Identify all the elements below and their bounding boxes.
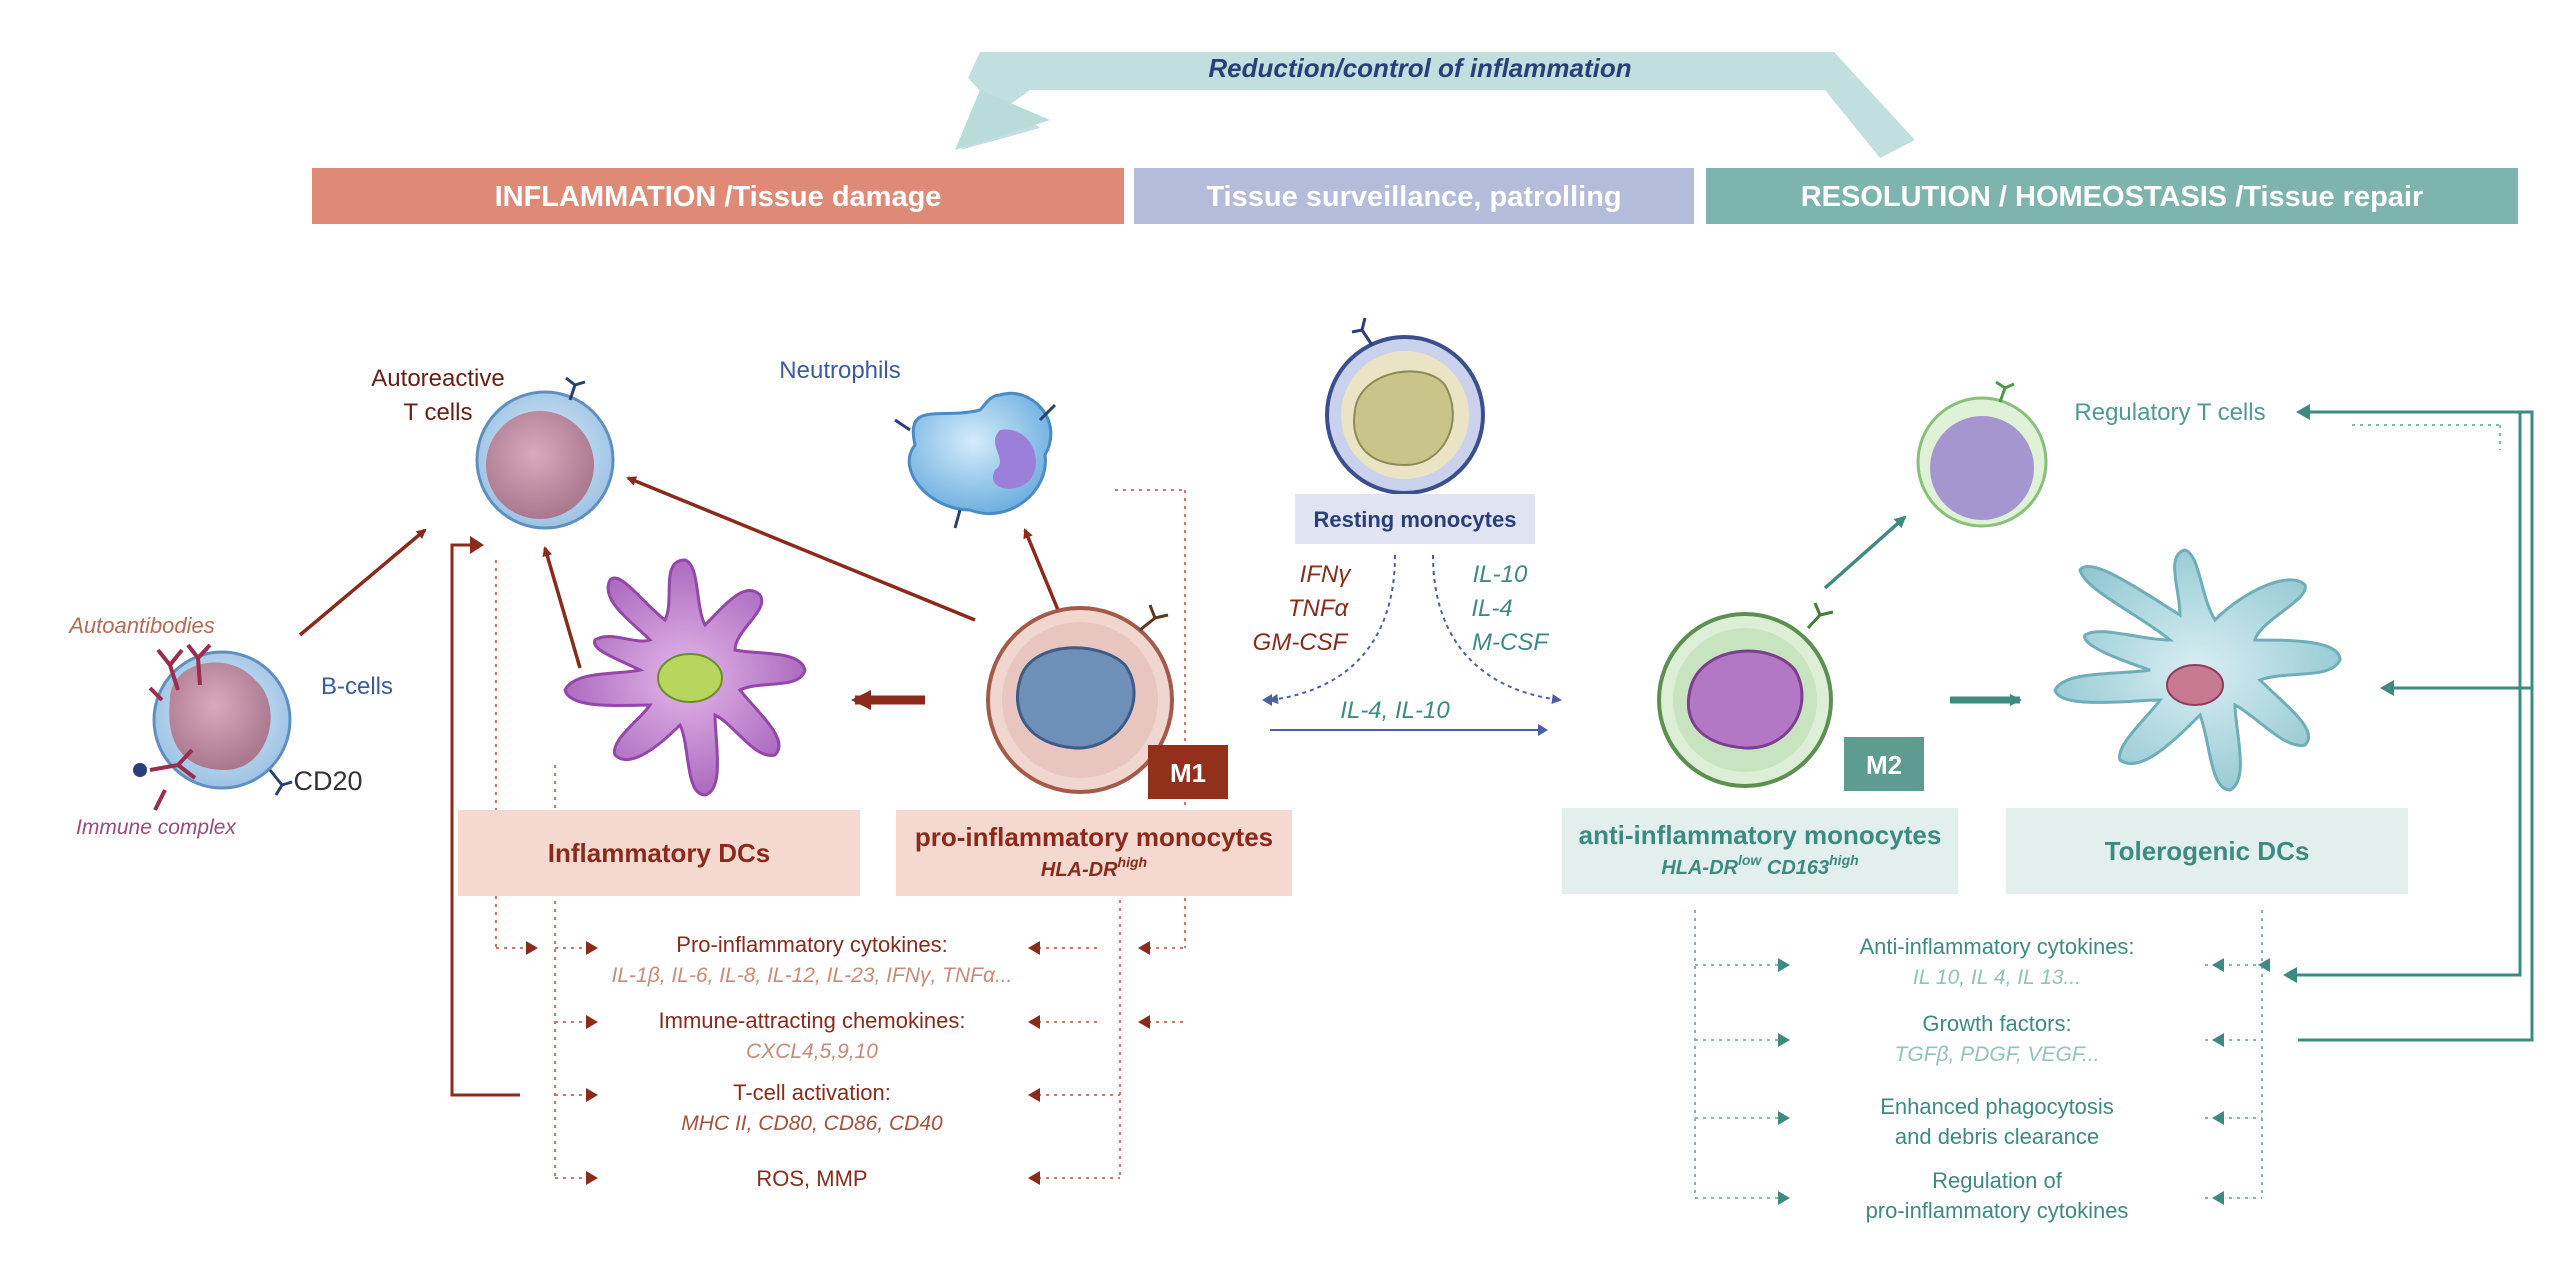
anti-effect-3-sub: and debris clearance <box>1895 1124 2099 1149</box>
anti-monocytes-sub-base2: CD163 <box>1761 857 1829 879</box>
inflammation-banner: INFLAMMATION /Tissue damage <box>312 168 1124 224</box>
m2-label: M2 <box>1866 750 1902 780</box>
inflammatory-dcs-label: Inflammatory DCs <box>548 838 771 868</box>
tolerogenic-dc-cell <box>2053 548 2342 792</box>
pro-monocytes-sub-sup: high <box>1118 854 1148 870</box>
tolerogenic-dcs-label: Tolerogenic DCs <box>2105 836 2310 866</box>
feedback-arrowhead <box>470 536 484 554</box>
autoantibodies-icon <box>148 643 212 702</box>
pro-effect-2-sub: CXCL4,5,9,10 <box>746 1040 878 1063</box>
cytokine-m-csf: M-CSF <box>1472 629 1549 656</box>
autoreactive-t-cell <box>475 376 615 530</box>
anti-inflammatory-monocyte-cell <box>1657 602 1834 788</box>
resolution-banner: RESOLUTION / HOMEOSTASIS /Tissue repair <box>1706 168 2518 224</box>
anti-effect-3-title: Enhanced phagocytosis <box>1880 1094 2114 1119</box>
pro-effect-1-sub: IL-1β, IL-6, IL-8, IL-12, IL-23, IFNγ, T… <box>612 964 1013 987</box>
bidirectional-arrow <box>1262 694 1548 736</box>
interaction-arrows <box>298 476 2022 710</box>
m1-label: M1 <box>1170 758 1206 788</box>
neutrophil-cell <box>894 391 1057 529</box>
differentiation-arrows <box>1268 554 1562 704</box>
regulatory-t-label: Regulatory T cells <box>2074 399 2265 426</box>
pro-polarizing-cytokines: IFNγ TNFα GM-CSF <box>1253 561 1353 656</box>
pro-effect-3-sub: MHC II, CD80, CD86, CD40 <box>681 1112 943 1135</box>
resting-monocytes-label: Resting monocytes <box>1314 507 1517 532</box>
pro-effect-4-title: ROS, MMP <box>756 1166 867 1191</box>
anti-monocytes-subtitle: HLA-DRlow CD163high <box>1661 852 1858 879</box>
autoreactive-t-label-line1: Autoreactive <box>371 365 504 392</box>
cytokine-il4-il10: IL-4, IL-10 <box>1340 697 1450 724</box>
anti-monocytes-sub-sup2: high <box>1829 852 1859 868</box>
m1-badge: M1 <box>1148 745 1228 799</box>
anti-effect-4-title: Regulation of <box>1932 1168 2063 1193</box>
pro-monocytes-title: pro-inflammatory monocytes <box>915 822 1273 852</box>
tolerogenic-feedback-arrowhead <box>2380 680 2394 696</box>
cytokine-il4: IL-4 <box>1471 595 1512 622</box>
cytokine-tnfa: TNFα <box>1288 595 1350 622</box>
cytokine-il10: IL-10 <box>1473 561 1528 588</box>
resolution-banner-label: RESOLUTION / HOMEOSTASIS /Tissue repair <box>1801 181 2424 213</box>
anti-effect-1-sub: IL 10, IL 4, IL 13... <box>1913 966 2081 989</box>
resting-monocytes-box: Resting monocytes <box>1295 494 1535 544</box>
tolerogenic-dcs-box: Tolerogenic DCs <box>2006 808 2408 894</box>
cytokine-ifng: IFNγ <box>1300 561 1353 588</box>
anti-effect-arrowheads <box>1778 958 2270 1205</box>
pro-inflammatory-monocyte-cell <box>986 604 1174 794</box>
inflammatory-dc-cell <box>563 558 807 797</box>
pro-effect-1-title: Pro-inflammatory cytokines: <box>676 932 947 957</box>
pro-effects-list: Pro-inflammatory cytokines: IL-1β, IL-6,… <box>612 932 1013 1191</box>
anti-effect-4-sub: pro-inflammatory cytokines <box>1866 1198 2129 1223</box>
b-cells-label: B-cells <box>321 673 393 700</box>
t-cell-activation-feedback-line <box>450 543 520 1097</box>
pro-monocytes-sub-base: HLA-DR <box>1041 859 1118 881</box>
reduction-arrow-label: Reduction/control of inflammation <box>1208 53 1631 83</box>
autoantibodies-label: Autoantibodies <box>67 613 215 638</box>
pro-dotted-connectors <box>495 489 1186 1180</box>
anti-monocytes-sub-sup1: low <box>1738 852 1762 868</box>
immune-complex-label: Immune complex <box>76 816 237 839</box>
anti-inflammatory-monocytes-box: anti-inflammatory monocytes HLA-DRlow CD… <box>1562 808 1958 894</box>
anti-monocytes-title: anti-inflammatory monocytes <box>1579 820 1942 850</box>
anti-effect-2-title: Growth factors: <box>1922 1011 2071 1036</box>
immune-complex-icon <box>133 748 197 811</box>
treg-feedback-arrowhead <box>2296 404 2310 420</box>
cytokine-gm-csf: GM-CSF <box>1253 629 1349 656</box>
resting-monocyte-cell <box>1325 317 1485 495</box>
anti-monocytes-sub-base1: HLA-DR <box>1661 857 1738 879</box>
anti-polarizing-cytokines: IL-10 IL-4 M-CSF <box>1471 561 1549 656</box>
pro-effect-3-title: T-cell activation: <box>733 1080 891 1105</box>
pro-effect-2-title: Immune-attracting chemokines: <box>659 1008 966 1033</box>
inflammatory-dcs-box: Inflammatory DCs <box>458 810 860 896</box>
anti-effect-2-sub: TGFβ, PDGF, VEGF... <box>1895 1043 2100 1066</box>
inflammation-banner-label: INFLAMMATION /Tissue damage <box>495 181 942 213</box>
anti-cytokine-feedback-arrowhead <box>2283 967 2297 983</box>
neutrophils-label: Neutrophils <box>779 357 900 384</box>
regulatory-t-cell <box>1916 380 2048 528</box>
pro-inflammatory-monocytes-box: pro-inflammatory monocytes HLA-DRhigh <box>896 810 1292 896</box>
reduction-arrow: Reduction/control of inflammation <box>955 52 1915 158</box>
surveillance-banner: Tissue surveillance, patrolling <box>1134 168 1694 224</box>
pro-effect-arrowheads <box>526 941 1150 1185</box>
surveillance-banner-label: Tissue surveillance, patrolling <box>1206 181 1621 213</box>
pro-monocytes-subtitle: HLA-DRhigh <box>1041 854 1147 881</box>
cd20-label: CD20 <box>293 766 362 796</box>
autoreactive-t-label-line2: T cells <box>404 399 473 426</box>
anti-effects-list: Anti-inflammatory cytokines: IL 10, IL 4… <box>1859 934 2134 1223</box>
m2-badge: M2 <box>1844 737 1924 791</box>
resolution-feedback-bracket <box>2295 410 2534 1042</box>
anti-effect-1-title: Anti-inflammatory cytokines: <box>1859 934 2134 959</box>
